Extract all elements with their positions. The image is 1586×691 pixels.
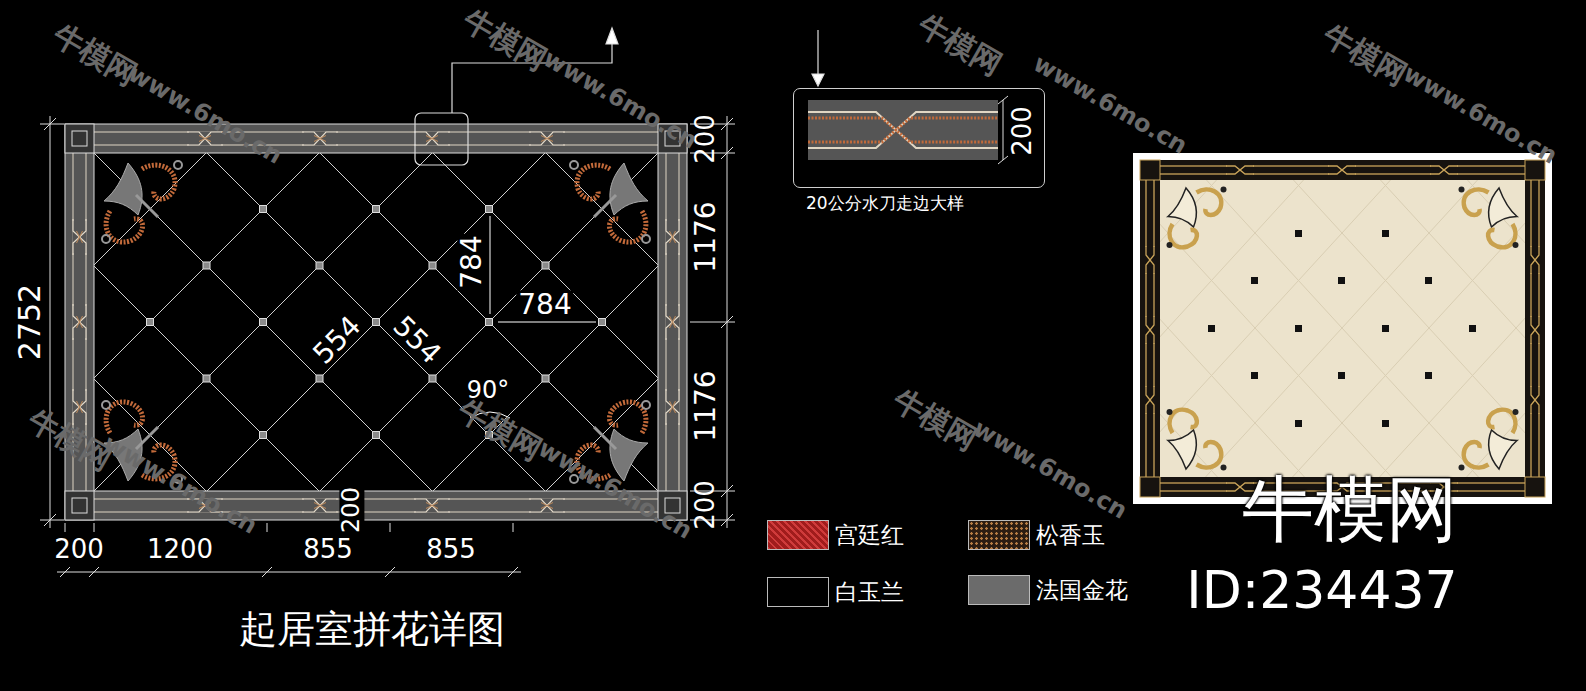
border-detail [808, 96, 1008, 164]
dimension-lines [40, 116, 735, 577]
dimension: 784 [457, 233, 486, 290]
dimension: 784 [516, 290, 573, 319]
watermark: 牛模网 [1318, 19, 1412, 91]
detail-box: 20020公分水刀走边大样 [793, 88, 1045, 188]
detail-caption: 20公分水刀走边大样 [806, 195, 964, 213]
dimension: 855 [426, 536, 476, 563]
watermark: 牛模网 [913, 9, 1007, 81]
legend-text: 松香玉 [1036, 523, 1105, 547]
legend-swatch [767, 577, 829, 607]
legend-swatch [968, 575, 1030, 605]
watermark: www.6mo.cn [1399, 61, 1561, 169]
legend-text: 法国金花 [1036, 578, 1128, 602]
legend-text: 白玉兰 [835, 580, 904, 604]
dimension: 200 [692, 480, 719, 530]
watermark-logo: 牛模网 [1242, 472, 1458, 548]
dimension: 200 [339, 485, 364, 535]
dimension: 200 [54, 536, 104, 563]
watermark-id: ID:234437 [1186, 563, 1457, 618]
dimension: 1176 [691, 201, 720, 272]
dimension: 2752 [14, 284, 46, 360]
watermark: www.6mo.cn [1029, 51, 1191, 159]
legend-swatch [767, 520, 829, 550]
watermark: 牛模网 [888, 384, 982, 456]
dimension: 855 [303, 536, 353, 563]
legend-swatch [968, 520, 1030, 550]
drawing-title: 起居室拼花详图 [239, 610, 505, 650]
watermark: 牛模网 [458, 4, 552, 76]
dimension: 1200 [147, 536, 213, 563]
watermark: www.6mo.cn [969, 416, 1131, 524]
dimension: 1176 [691, 370, 720, 441]
callout [415, 28, 824, 165]
legend-text: 宫廷红 [835, 523, 904, 547]
dimension: 200 [1009, 106, 1036, 156]
